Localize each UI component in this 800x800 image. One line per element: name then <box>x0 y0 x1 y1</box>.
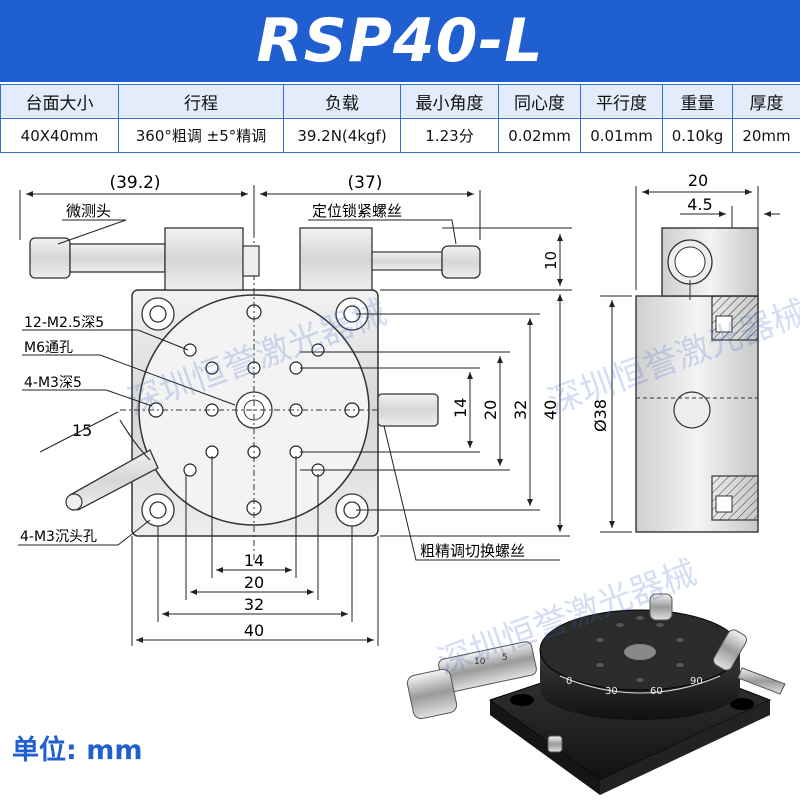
dim-right-32: 32 <box>511 400 530 420</box>
spec-header-row: 台面大小 行程 负载 最小角度 同心度 平行度 重量 厚度 <box>0 84 800 119</box>
title-banner <box>0 0 800 82</box>
bottom-dimensions <box>131 456 379 646</box>
spec-value: 0.10kg <box>662 118 733 153</box>
spec-header: 厚度 <box>732 84 800 119</box>
micrometer-mark: 10 <box>474 657 486 667</box>
product-title: RSP40-L <box>256 6 544 76</box>
label-locking-screw: 定位锁紧螺丝 <box>312 202 402 220</box>
scale-label: 30 <box>605 686 618 697</box>
spec-header: 行程 <box>118 84 284 119</box>
dim-left-top: (39.2) <box>109 173 160 193</box>
scale-label: 0 <box>566 676 572 687</box>
corner-holes <box>141 297 369 527</box>
switch-screw <box>377 393 439 427</box>
technical-drawing: (39.2) (37) 微测头 定位锁紧螺丝 12-M2.5深5 M6通孔 4-… <box>18 171 780 646</box>
spec-value: 39.2N(4kgf) <box>283 118 401 153</box>
photo-micrometer: 10 5 <box>406 641 537 720</box>
right-dimensions <box>300 294 570 537</box>
spec-header: 台面大小 <box>0 84 119 119</box>
dim-right-20: 20 <box>481 400 500 420</box>
dim-right-40: 40 <box>541 400 560 420</box>
label-micrometer: 微测头 <box>66 202 111 220</box>
locking-screw <box>299 227 481 291</box>
spec-value: 0.02mm <box>498 118 581 153</box>
unit-label: 单位: mm <box>12 735 143 766</box>
label-m6: M6通孔 <box>24 340 73 356</box>
side-dim-diameter: Ø38 <box>591 399 610 432</box>
side-view <box>635 227 759 533</box>
micrometer-head <box>29 227 260 291</box>
side-dim-20: 20 <box>688 171 708 190</box>
spec-header: 同心度 <box>498 84 581 119</box>
label-m25: 12-M2.5深5 <box>24 315 104 331</box>
dim-10: 10 <box>542 251 560 270</box>
dim-right-top: (37) <box>348 173 383 193</box>
dim-bottom-20: 20 <box>244 573 264 592</box>
side-dim-4-5: 4.5 <box>687 195 712 214</box>
label-m3-depth: 4-M3深5 <box>24 375 82 391</box>
lever-arm <box>65 419 159 511</box>
dim-right-14: 14 <box>451 398 470 418</box>
spec-value: 1.23分 <box>400 118 499 153</box>
spec-header: 平行度 <box>580 84 663 119</box>
dim-bottom-40: 40 <box>244 621 264 640</box>
spec-table: 台面大小 行程 负载 最小角度 同心度 平行度 重量 厚度 40X40mm 36… <box>0 84 800 153</box>
spec-value: 360°粗调 ±5°精调 <box>118 118 284 153</box>
dim-bottom-32: 32 <box>244 595 264 614</box>
spec-value: 40X40mm <box>0 118 119 153</box>
dim-bottom-14: 14 <box>244 551 264 570</box>
spec-value-row: 40X40mm 360°粗调 ±5°精调 39.2N(4kgf) 1.23分 0… <box>0 118 800 153</box>
spec-value: 0.01mm <box>580 118 663 153</box>
spec-value: 20mm <box>732 118 800 153</box>
scale-label: 60 <box>650 686 663 697</box>
spec-header: 负载 <box>283 84 401 119</box>
spec-header: 最小角度 <box>400 84 499 119</box>
spec-header: 重量 <box>662 84 733 119</box>
micrometer-mark: 5 <box>502 653 508 663</box>
scale-label: 90 <box>690 676 703 687</box>
label-switch-screw: 粗精调切换螺丝 <box>420 542 525 560</box>
product-photo: 0 30 60 90 10 5 <box>406 593 786 795</box>
label-m3-countersunk: 4-M3沉头孔 <box>20 529 97 545</box>
